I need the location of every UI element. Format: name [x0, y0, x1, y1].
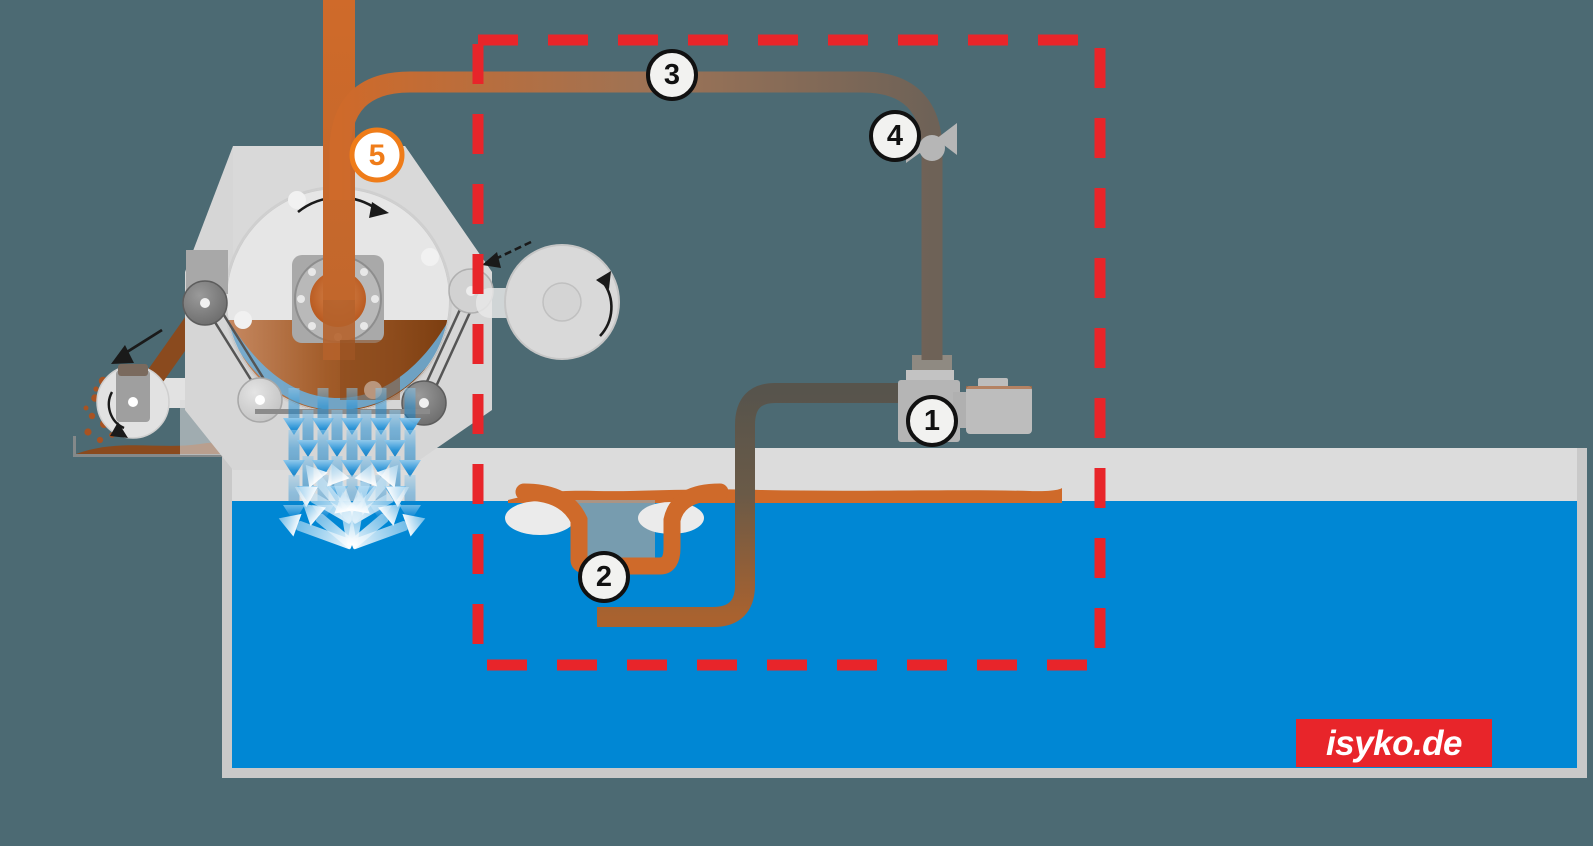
conveyor-drive-roller — [96, 364, 170, 439]
callout-badge-5-label: 5 — [369, 139, 386, 172]
callout-badge-4-label: 4 — [887, 120, 903, 152]
water-spread-arrows — [278, 463, 426, 550]
pressure-pipe — [329, 71, 943, 360]
callout-badge-2-label: 2 — [596, 561, 612, 593]
pump-motor — [966, 386, 1032, 434]
sump-drain — [505, 500, 704, 560]
logo-label: isyko.de — [1326, 724, 1462, 763]
suction-pipe — [597, 383, 908, 627]
scum-layer — [508, 488, 1062, 503]
sump-stone-left — [505, 501, 575, 535]
drive-flywheel — [476, 240, 620, 360]
settling-tank — [222, 448, 1587, 778]
clarified-water-return — [278, 388, 426, 550]
callout-badge-4[interactable]: 4 — [869, 110, 921, 162]
callout-badge-2[interactable]: 2 — [578, 551, 630, 603]
isyko-logo[interactable]: isyko.de — [1296, 719, 1492, 767]
callout-badge-3-label: 3 — [664, 59, 680, 91]
drive-pointer-arrow — [482, 240, 532, 268]
flywheel-rotation-arrow — [596, 271, 613, 337]
isyko-system-boundary — [472, 34, 1106, 671]
logo-background — [1296, 719, 1492, 767]
callout-badge-3[interactable]: 3 — [646, 49, 698, 101]
callout-badge-1-label: 1 — [924, 405, 940, 437]
conveyor-direction-arrow — [111, 328, 163, 364]
callout-badge-5[interactable]: 5 — [349, 127, 405, 183]
callout-badge-1[interactable]: 1 — [906, 395, 958, 447]
